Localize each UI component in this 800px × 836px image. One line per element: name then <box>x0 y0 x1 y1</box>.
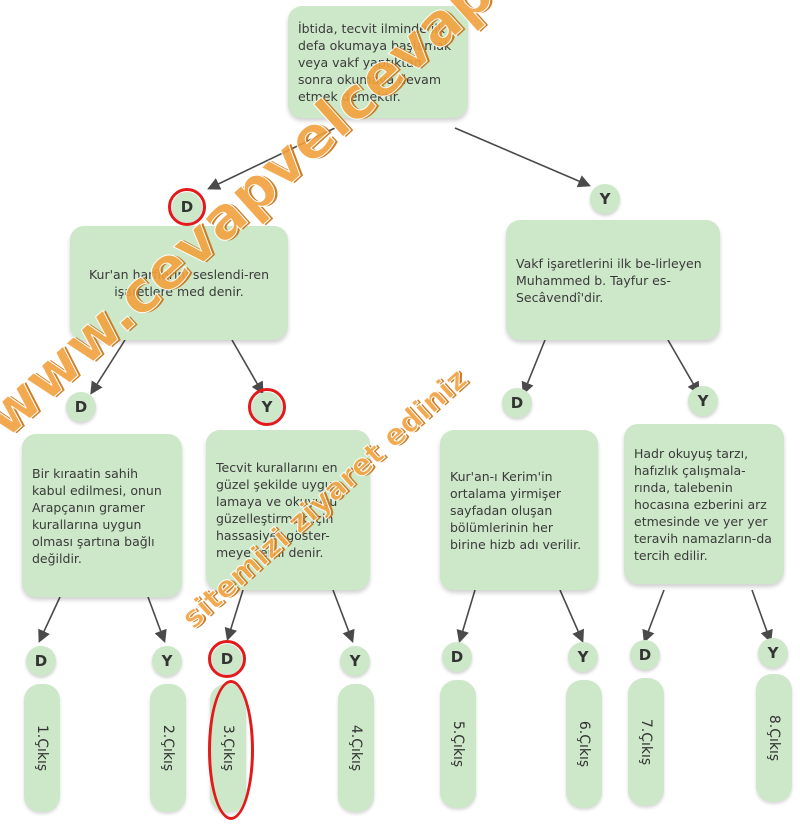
node-vakf: Vakf işaretlerini ilk be-lirleyen Muhamm… <box>506 220 720 340</box>
level2-label-2: Y <box>248 388 286 426</box>
node-hizb: Kur'an-ı Kerim'in ortalama yirmişer sayf… <box>440 430 598 590</box>
level2-label-3: D <box>502 388 532 418</box>
exit-5: 5.Çıkış <box>440 680 476 808</box>
exit-7-label: 7.Çıkış <box>638 718 654 766</box>
node-med: Kur'an harflerini seslendi-ren işaretler… <box>70 226 288 340</box>
level3-label-7: D <box>630 640 660 670</box>
exit-7: 7.Çıkış <box>628 678 664 806</box>
node-vakf-text: Vakf işaretlerini ilk be-lirleyen Muhamm… <box>516 255 702 305</box>
exit-5-label: 5.Çıkış <box>450 720 466 768</box>
exit-4: 4.Çıkış <box>338 684 374 812</box>
level2-label-4: Y <box>688 386 718 416</box>
exit-4-label: 4.Çıkış <box>348 724 364 772</box>
answer-highlight-ellipse <box>208 680 254 820</box>
level3-label-5: D <box>442 642 472 672</box>
level1-y-label: Y <box>590 184 620 214</box>
exit-2-label: 2.Çıkış <box>160 724 176 772</box>
exit-6-label: 6.Çıkış <box>576 720 592 768</box>
level3-label-2: Y <box>152 646 182 676</box>
level3-label-1: D <box>26 646 56 676</box>
node-kiraat: Bir kıraatin sahih kabul edilmesi, onun … <box>22 434 182 597</box>
exit-6: 6.Çıkış <box>566 680 602 808</box>
node-tertil-text: Tecvit kurallarını en güzel şekilde uygu… <box>216 460 338 560</box>
node-hizb-text: Kur'an-ı Kerim'in ortalama yirmişer sayf… <box>450 468 582 552</box>
node-hadr-text: Hadr okuyuş tarzı, hafızlık çalışmala-rı… <box>634 445 772 563</box>
root-text: İbtida, tecvit ilminde ilk defa okumaya … <box>298 20 452 104</box>
level3-label-8: Y <box>758 638 788 668</box>
exit-8-label: 8.Çıkış <box>766 714 782 762</box>
node-med-text: Kur'an harflerini seslendi-ren işaretler… <box>88 267 270 299</box>
exit-8: 8.Çıkış <box>756 674 792 802</box>
level1-d-label: D <box>168 188 206 226</box>
exit-1-label: 1.Çıkış <box>34 724 50 772</box>
node-tertil: Tecvit kurallarını en güzel şekilde uygu… <box>206 430 370 590</box>
node-hadr: Hadr okuyuş tarzı, hafızlık çalışmala-rı… <box>624 424 784 584</box>
node-kiraat-text: Bir kıraatin sahih kabul edilmesi, onun … <box>32 465 162 566</box>
exit-1: 1.Çıkış <box>24 684 60 812</box>
level2-label-1: D <box>66 392 96 422</box>
level3-label-4: Y <box>340 646 370 676</box>
exit-2: 2.Çıkış <box>150 684 186 812</box>
root-node: İbtida, tecvit ilminde ilk defa okumaya … <box>288 6 468 118</box>
level3-label-6: Y <box>568 642 598 672</box>
level3-label-3: D <box>208 640 246 678</box>
